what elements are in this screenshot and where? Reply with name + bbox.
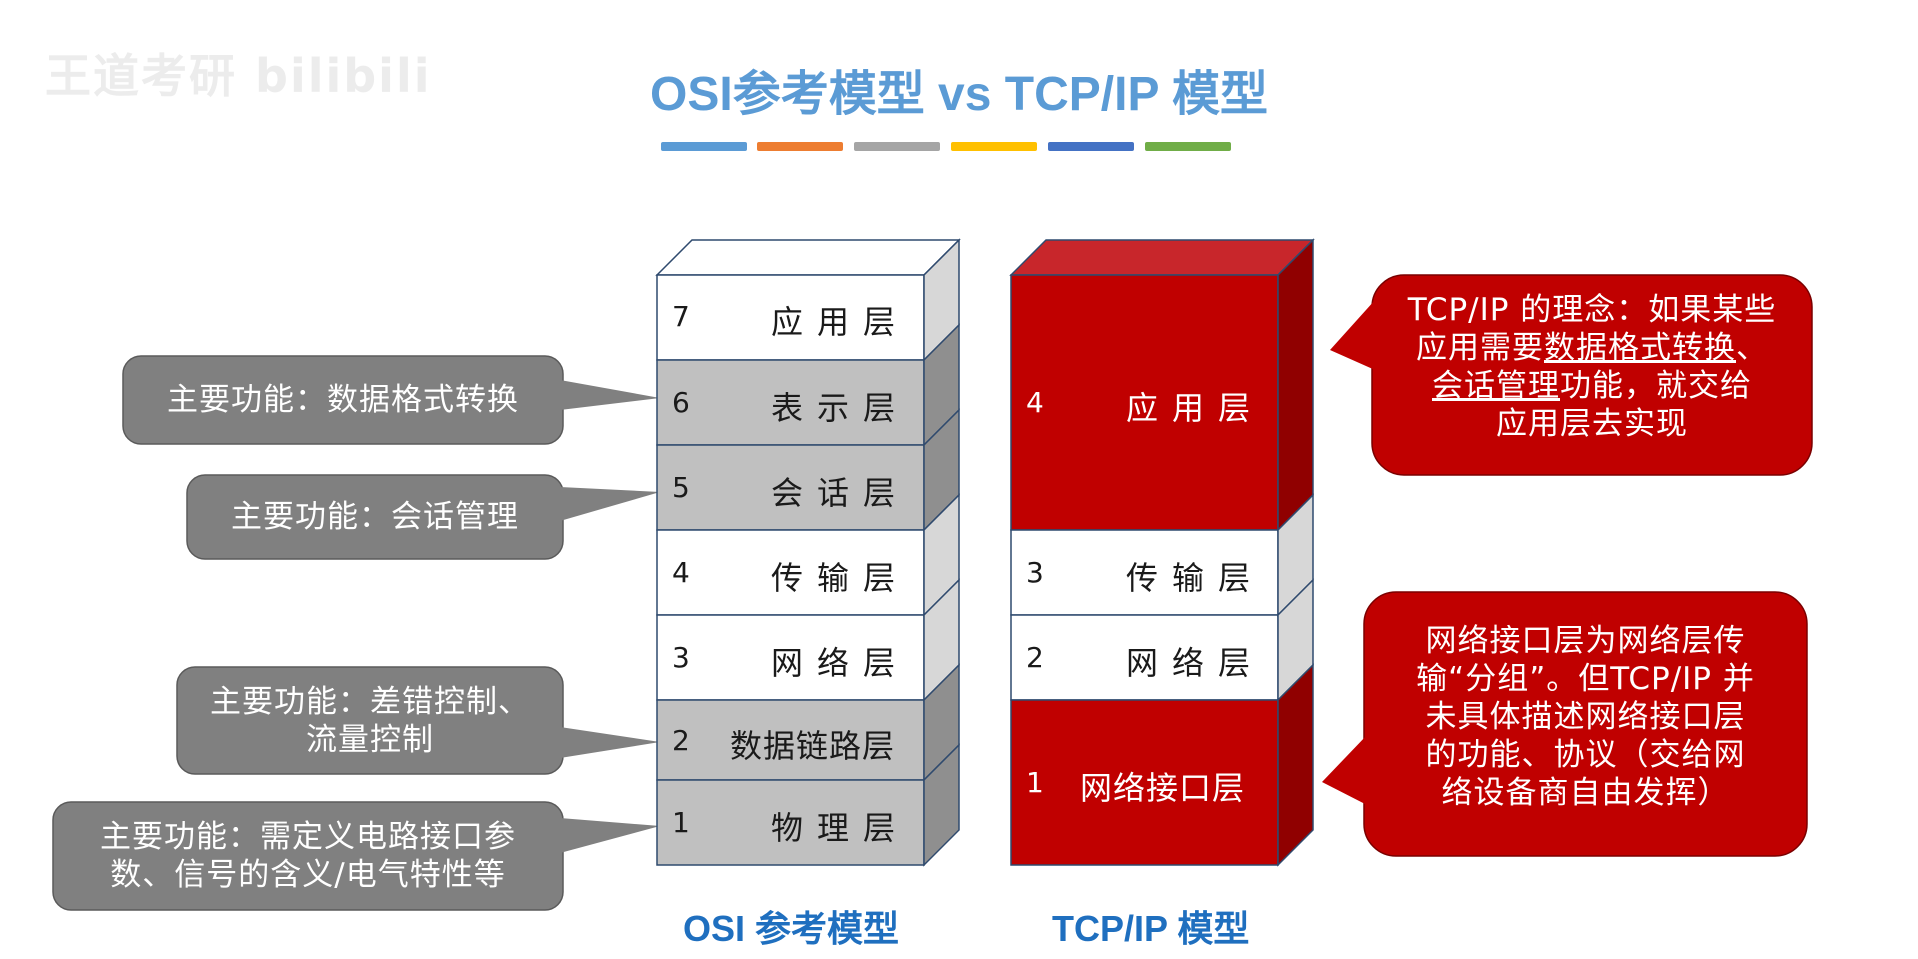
tcpip-layer-4-name: 应用层 [1126, 389, 1265, 427]
osi-layer-1-box [656, 779, 925, 866]
tcpip-layer-2-name: 网络层 [1126, 644, 1265, 682]
osi-layer-5-box [656, 444, 925, 531]
tcpip-stack [1009, 238, 1315, 867]
callout-physical [52, 801, 660, 911]
callout-presentation-text: 主要功能：数据格式转换 [167, 382, 519, 418]
color-bar-orange [757, 142, 843, 151]
callout-datalink-text: 主要功能：差错控制、 流量控制 [210, 683, 530, 758]
tcpip-layer-4-num: 4 [1026, 386, 1044, 419]
color-bar-blue [661, 142, 747, 151]
osi-layer-7-num: 7 [672, 300, 690, 333]
color-bar-darkblue [1048, 142, 1134, 151]
osi-layer-4-num: 4 [672, 556, 690, 589]
osi-layer-1-name: 物理层 [771, 809, 910, 847]
color-bar-green [1145, 142, 1231, 151]
callout-tcpip-netif-text: 网络接口层为网络层传 输“分组”。但TCP/IP 并 未具体描述网络接口层 的功… [1416, 623, 1755, 811]
osi-layer-7-box [656, 274, 925, 361]
osi-layer-2-num: 2 [672, 724, 690, 757]
tcpip-layer-3-num: 3 [1026, 556, 1044, 589]
callout-tcpip-netif [1322, 591, 1808, 857]
osi-layer-3-num: 3 [672, 641, 690, 674]
tcpip-layer-1-num: 1 [1026, 766, 1044, 799]
osi-layer-4-box [656, 529, 925, 616]
osi-layer-3-box [656, 614, 925, 701]
osi-layer-2-name: 数据链路层 [730, 727, 896, 765]
osi-stack [655, 238, 961, 867]
tcpip-layer-4-box [1010, 274, 1279, 531]
osi-caption: OSI 参考模型 [683, 908, 900, 949]
callout-datalink [176, 666, 660, 775]
osi-layer-7-name: 应用层 [771, 303, 910, 341]
tcpip-layer-2-num: 2 [1026, 641, 1044, 674]
osi-layer-4-name: 传输层 [771, 559, 910, 597]
tcpip-layer-1-name: 网络接口层 [1080, 769, 1246, 807]
osi-layer-5-name: 会话层 [771, 474, 910, 512]
color-bar-yellow [951, 142, 1037, 151]
osi-layer-6-num: 6 [672, 386, 690, 419]
tcpip-caption: TCP/IP 模型 [1052, 908, 1250, 949]
callout-physical-text: 主要功能：需定义电路接口参 数、信号的含义/电气特性等 [100, 819, 516, 893]
osi-layer-6-box [656, 359, 925, 446]
callout-tcpip-app [1330, 274, 1813, 476]
callout-presentation [122, 355, 660, 445]
callout-session [186, 474, 660, 560]
osi-layer-1-num: 1 [672, 806, 690, 839]
callout-session-text: 主要功能：会话管理 [231, 499, 519, 535]
osi-layer-2-box [656, 699, 925, 781]
tcpip-layer-3-name: 传输层 [1126, 559, 1265, 597]
tcpip-layer-1-box [1010, 699, 1279, 866]
osi-layer-3-name: 网络层 [771, 644, 910, 682]
bilibili-watermark: 王道考研 bilibili [45, 49, 432, 103]
osi-layer-5-num: 5 [672, 471, 690, 504]
callout-tcpip-app-text: TCP/IP 的理念：如果某些 应用需要数据格式转换、 会话管理功能，就交给 应… [1407, 292, 1777, 442]
osi-layer-6-name: 表示层 [771, 389, 910, 427]
color-bar-gray [854, 142, 940, 151]
slide-title: OSI参考模型 vs TCP/IP 模型 [650, 68, 1268, 121]
